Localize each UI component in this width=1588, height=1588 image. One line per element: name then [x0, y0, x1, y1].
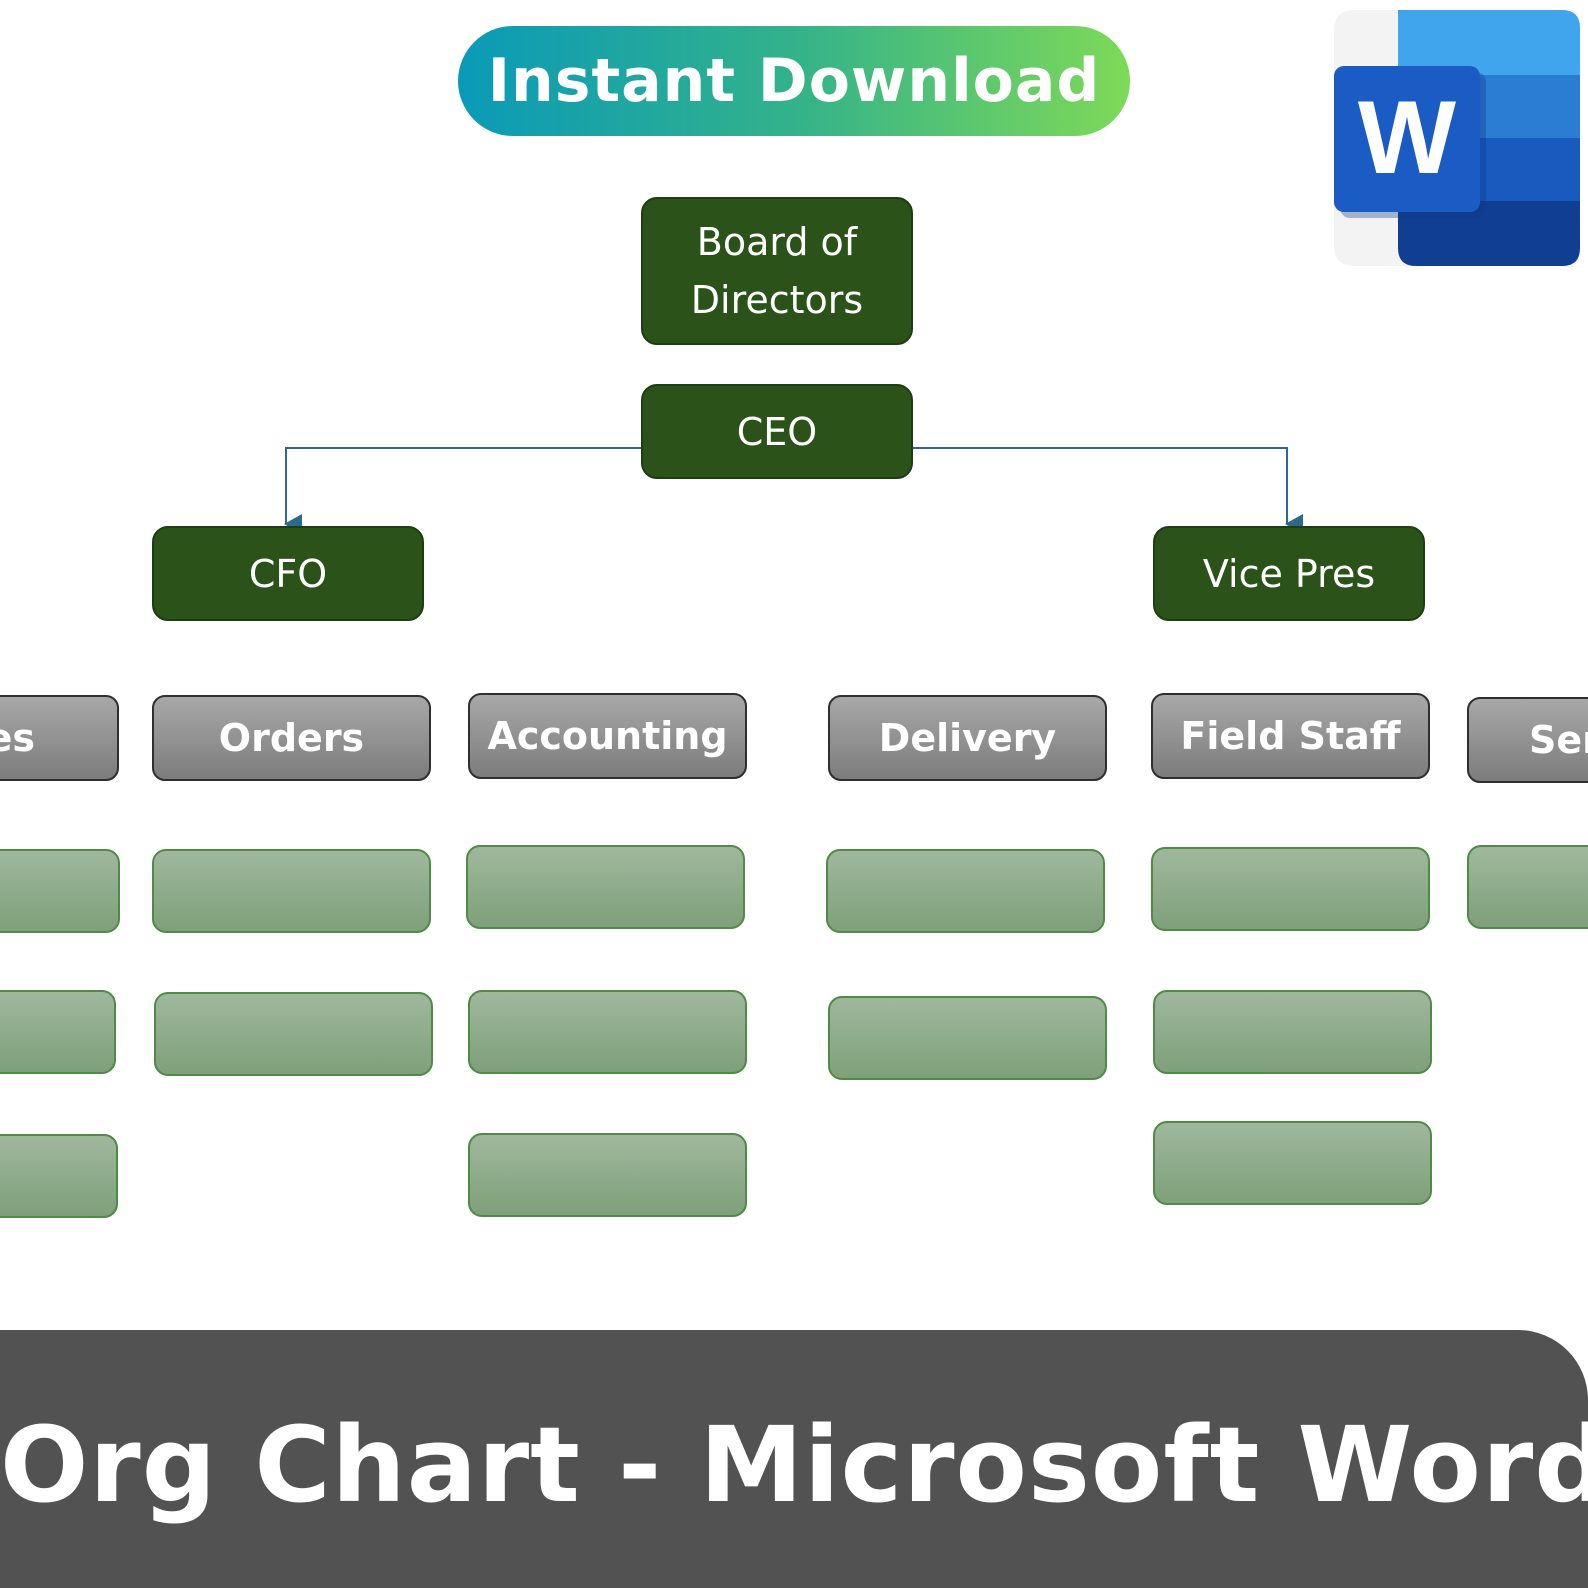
staff-box: [1153, 990, 1432, 1074]
board-of-directors-box: Board of Directors: [641, 197, 913, 345]
instant-download-label: Instant Download: [487, 46, 1101, 116]
department-accounting-label: Accounting: [487, 714, 728, 758]
instant-download-badge: Instant Download: [458, 26, 1130, 136]
cfo-box: CFO: [152, 526, 424, 621]
department-service-label: Ser: [1529, 718, 1588, 762]
staff-box: [154, 992, 433, 1076]
footer-title: Org Chart - Microsoft Word: [0, 1404, 1588, 1526]
vice-pres-label: Vice Pres: [1202, 551, 1376, 596]
department-delivery-box: Delivery: [828, 695, 1107, 781]
department-orders-label: Orders: [218, 716, 365, 760]
board-of-directors-label: Board of Directors: [690, 220, 864, 322]
staff-box: [1153, 1121, 1432, 1205]
staff-box: [828, 996, 1107, 1080]
department-field-staff-label: Field Staff: [1180, 714, 1401, 758]
staff-box: [0, 990, 116, 1074]
ceo-label: CEO: [736, 409, 818, 454]
staff-box: [468, 1133, 747, 1217]
staff-box: [468, 990, 747, 1074]
staff-box: [0, 1134, 118, 1218]
department-sales-label: es: [0, 716, 35, 760]
ceo-to-cfo-connector: [284, 447, 642, 534]
footer-banner: [0, 1330, 1588, 1588]
department-delivery-label: Delivery: [878, 716, 1057, 760]
vice-pres-box: Vice Pres: [1153, 526, 1425, 621]
staff-box: [826, 849, 1105, 933]
staff-box: [152, 849, 431, 933]
department-field-staff-box: Field Staff: [1151, 693, 1430, 779]
department-orders-box: Orders: [152, 695, 431, 781]
department-accounting-box: Accounting: [468, 693, 747, 779]
ceo-to-vp-connector: [912, 447, 1303, 534]
word-logo-letter: W: [1358, 80, 1457, 196]
staff-box: [0, 849, 120, 933]
ceo-box: CEO: [641, 384, 913, 479]
staff-box: [466, 845, 745, 929]
microsoft-word-logo-icon: W: [1334, 10, 1580, 266]
cfo-label: CFO: [248, 551, 328, 596]
staff-box: [1467, 845, 1588, 929]
department-service-box: Ser: [1467, 697, 1588, 783]
department-sales-box: es: [0, 695, 119, 781]
staff-box: [1151, 847, 1430, 931]
